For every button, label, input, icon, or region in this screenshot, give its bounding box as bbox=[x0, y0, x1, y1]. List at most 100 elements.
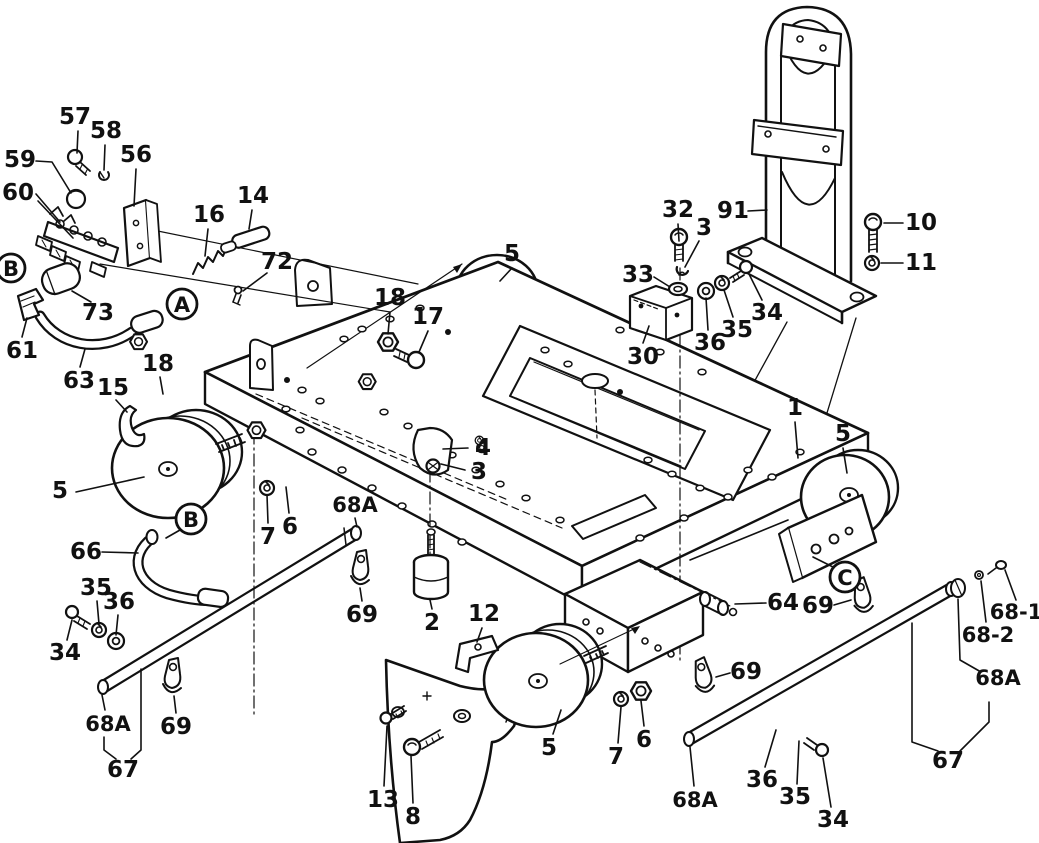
view-marker-C: C bbox=[812, 556, 862, 594]
callout-5: 5 bbox=[835, 421, 851, 474]
view-marker-letter: B bbox=[183, 508, 199, 532]
part-number-label: 2 bbox=[424, 610, 440, 636]
part-number-label: 36 bbox=[103, 589, 135, 615]
valve-bracket-56 bbox=[122, 198, 162, 268]
part-number-label: 7 bbox=[608, 744, 624, 770]
callout-68-1: 68-1 bbox=[990, 569, 1039, 624]
rod-end-cap-68A bbox=[945, 578, 966, 598]
part-number-label: 67 bbox=[107, 757, 139, 783]
tie-rod-right-68A bbox=[474, 435, 1007, 758]
part-number-label: 34 bbox=[49, 640, 81, 666]
callout-68A: 68A bbox=[957, 598, 1021, 690]
clamp-69-center bbox=[350, 549, 370, 586]
part-number-label: 69 bbox=[346, 602, 378, 628]
roller-bottom bbox=[482, 622, 640, 729]
part-number-label: 32 bbox=[662, 197, 694, 223]
bolt-32 bbox=[669, 227, 689, 262]
view-marker-letter: B bbox=[3, 257, 19, 281]
callout-73: 73 bbox=[71, 290, 114, 326]
callout-34: 34 bbox=[748, 273, 783, 326]
callout-6: 6 bbox=[636, 700, 652, 753]
part-number-label: 68A bbox=[332, 493, 378, 517]
part-number-label: 68-1 bbox=[990, 600, 1039, 624]
callout-69: 69 bbox=[160, 695, 192, 740]
callout-2: 2 bbox=[424, 599, 440, 636]
washer-33 bbox=[667, 281, 689, 297]
fitting-72 bbox=[232, 285, 243, 306]
nut-18-center bbox=[376, 332, 400, 352]
bolt-57 bbox=[66, 148, 91, 176]
loose-hardware bbox=[118, 332, 653, 708]
part-number-label: 68-2 bbox=[962, 623, 1015, 647]
callout-18: 18 bbox=[374, 285, 406, 335]
part-number-label: 68A bbox=[672, 788, 718, 812]
part-number-label: 34 bbox=[751, 300, 783, 326]
view-marker-letter: A bbox=[174, 293, 191, 317]
part-number-label: 61 bbox=[6, 338, 38, 364]
screw-34-bottom-right bbox=[803, 737, 830, 758]
part-number-label: 15 bbox=[97, 375, 129, 401]
callout-36: 36 bbox=[103, 589, 135, 636]
callout-69: 69 bbox=[802, 593, 852, 619]
part-number-label: 33 bbox=[622, 262, 654, 288]
hose-66 bbox=[132, 529, 230, 609]
part-number-label: 91 bbox=[717, 198, 749, 224]
bolt-10 bbox=[863, 212, 883, 253]
callout-35: 35 bbox=[779, 740, 811, 810]
callout-18: 18 bbox=[142, 351, 174, 395]
hose-63 bbox=[34, 309, 164, 350]
callout-57: 57 bbox=[59, 104, 91, 154]
clamp-69-bottom-left bbox=[162, 657, 182, 694]
handle-cross-plate-top bbox=[779, 22, 843, 68]
part-number-label: 6 bbox=[636, 727, 652, 753]
clip-12 bbox=[454, 634, 500, 674]
part-number-label: 36 bbox=[694, 330, 726, 356]
screw-34-bottom-left bbox=[64, 604, 91, 630]
callout-14: 14 bbox=[237, 183, 269, 230]
bumper-2 bbox=[412, 469, 450, 601]
callout-5: 5 bbox=[541, 709, 562, 761]
clamps-69 bbox=[162, 549, 874, 694]
part-number-label: 16 bbox=[193, 202, 225, 228]
part-number-label: 5 bbox=[52, 478, 68, 504]
part-number-label: 69 bbox=[802, 593, 834, 619]
callout-34: 34 bbox=[817, 757, 849, 833]
part-number-label: 35 bbox=[779, 784, 811, 810]
part-number-label: 64 bbox=[767, 590, 799, 616]
part-number-label: 6 bbox=[282, 514, 298, 540]
end-plate bbox=[689, 493, 878, 583]
callout-3: 3 bbox=[684, 215, 712, 268]
valve-manifold-60 bbox=[35, 206, 120, 278]
nut-6-left bbox=[246, 421, 267, 440]
part-number-label: 60 bbox=[2, 180, 34, 206]
screw-13 bbox=[379, 691, 432, 725]
callout-15: 15 bbox=[97, 375, 129, 413]
bolt-17 bbox=[393, 348, 426, 370]
part-number-label: 34 bbox=[817, 807, 849, 833]
callout-8: 8 bbox=[405, 755, 421, 830]
part-number-label: 18 bbox=[374, 285, 406, 311]
part-number-label: 59 bbox=[4, 147, 36, 173]
bracket-30 bbox=[628, 284, 694, 342]
part-number-label: 8 bbox=[405, 804, 421, 830]
view-marker-A: A bbox=[165, 287, 199, 321]
callout-10: 10 bbox=[883, 210, 937, 236]
part-number-label: 30 bbox=[627, 344, 659, 370]
callout-12: 12 bbox=[468, 601, 500, 643]
callout-17: 17 bbox=[412, 304, 444, 353]
screw-34-top bbox=[729, 259, 754, 283]
spring-washer-3 bbox=[675, 265, 690, 276]
bolt-8 bbox=[402, 729, 444, 757]
part-number-label: 18 bbox=[142, 351, 174, 377]
washer-36-top bbox=[696, 281, 716, 301]
part-number-label: 3 bbox=[471, 459, 487, 485]
part-number-label: 63 bbox=[63, 368, 95, 394]
box-assembly bbox=[563, 558, 731, 674]
lockwasher-35-bottom-left bbox=[90, 621, 108, 639]
deck-raised-plate bbox=[481, 324, 772, 502]
deck-front-holes bbox=[307, 448, 777, 546]
callout-4: 4 bbox=[442, 435, 491, 461]
callout-5: 5 bbox=[52, 476, 145, 504]
